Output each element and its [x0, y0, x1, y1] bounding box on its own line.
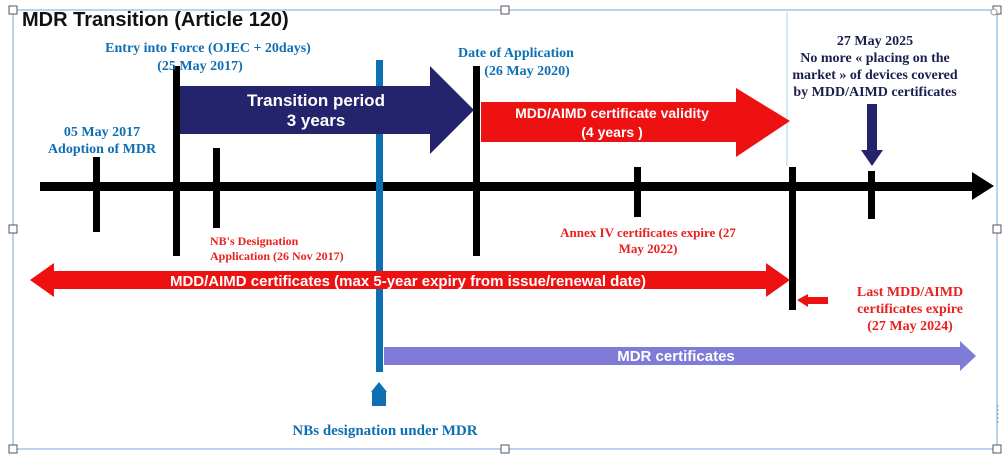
mdd-certificates-arrow	[30, 263, 790, 297]
mdd-validity-label-2: (4 years )	[581, 124, 642, 140]
nbs-designation-label: NBs designation under MDR	[292, 423, 478, 439]
resize-handle-l[interactable]	[8, 224, 18, 234]
timeline-axis-arrowhead	[972, 172, 994, 200]
tick-last-certificates	[789, 167, 796, 310]
resize-handle-bl[interactable]	[8, 444, 18, 454]
end-2025-label: 27 May 2025 No more « placing on the mar…	[792, 34, 958, 100]
last-certificates-arrow	[797, 294, 828, 307]
nb-designation-up-arrow-body	[372, 392, 386, 406]
annex-iv-label: Annex IV certificates expire (27 May 202…	[560, 225, 736, 256]
date-of-application-label: Date of Application	[458, 46, 574, 61]
timeline-axis	[40, 182, 975, 191]
mdr-certificates-label: MDR certificates	[617, 348, 735, 365]
mdr-certificates-arrow	[384, 341, 976, 371]
mdd-validity-label-1: MDD/AIMD certificate validity	[515, 105, 709, 121]
mdd-validity-arrow	[481, 88, 790, 157]
diagram-title: MDR Transition (Article 120)	[22, 9, 289, 31]
tick-annex-iv	[634, 167, 641, 217]
tick-2025	[868, 171, 875, 219]
nb-designation-line	[376, 60, 383, 372]
transition-period-arrow	[180, 66, 474, 154]
nb-designation-application-label: NB's Designation Application (26 Nov 201…	[210, 234, 344, 263]
date-of-application-date: (26 May 2020)	[484, 64, 570, 79]
resize-handle-t[interactable]	[500, 5, 510, 15]
last-certificates-label: Last MDD/AIMD certificates expire (27 Ma…	[856, 285, 964, 334]
tick-entry-into-force	[173, 66, 180, 256]
entry-into-force-label: Entry into Force (OJEC + 20days)	[105, 41, 311, 56]
end-2025-arrow-shaft	[867, 104, 877, 152]
transition-period-label-2: 3 years	[287, 111, 346, 130]
end-2025-arrow-head	[861, 150, 883, 166]
resize-handle-br[interactable]	[992, 444, 1002, 454]
mdd-certificates-label: MDD/AIMD certificates (max 5-year expiry…	[170, 273, 646, 290]
resize-handle-tl[interactable]	[8, 5, 18, 15]
tick-adoption	[93, 157, 100, 232]
resize-handle-r[interactable]	[992, 224, 1002, 234]
adoption-label: 05 May 2017 Adoption of MDR	[47, 125, 157, 157]
transition-period-label-1: Transition period	[247, 91, 385, 110]
tick-date-of-application	[473, 66, 480, 256]
tick-nb-designation-application	[213, 148, 220, 228]
resize-handle-b[interactable]	[500, 444, 510, 454]
rotate-handle[interactable]	[990, 8, 998, 16]
entry-into-force-date: (25 May 2017)	[157, 59, 243, 74]
